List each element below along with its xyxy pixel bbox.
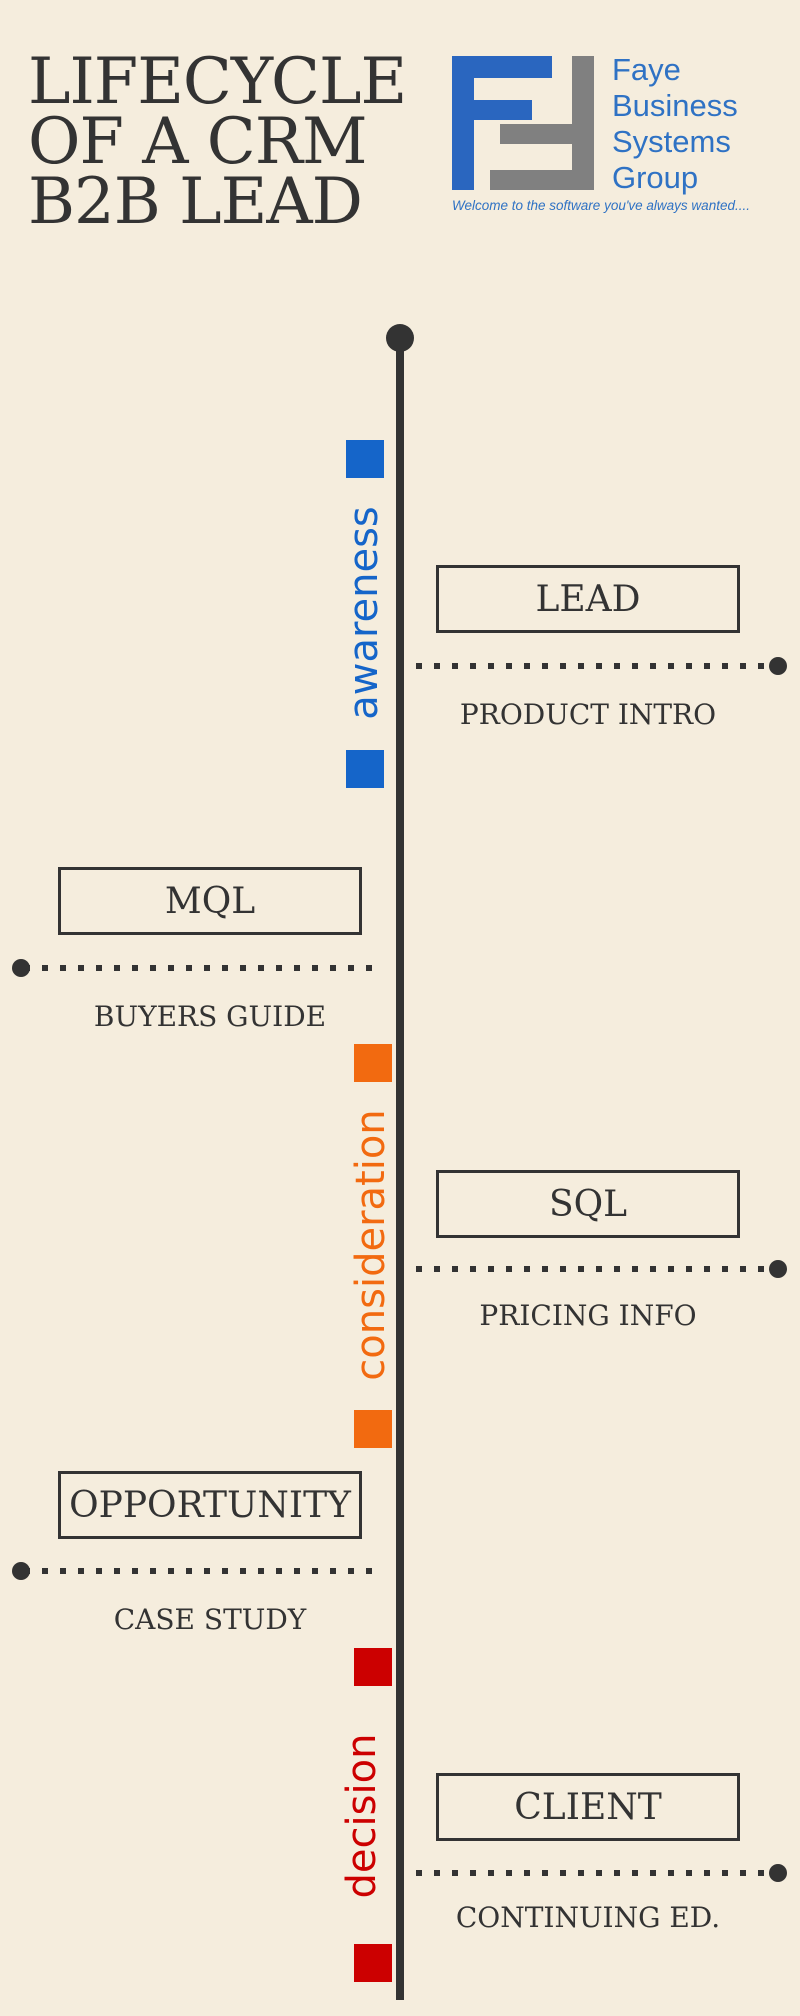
- stage-label-decision: decision: [339, 1733, 385, 1899]
- step-box-client: CLIENT: [436, 1773, 740, 1841]
- connector-dot-lead: [769, 657, 787, 675]
- timeline-start-dot: [386, 324, 414, 352]
- step-content-mql: BUYERS GUIDE: [93, 1000, 327, 1033]
- company-logo: Faye Business Systems Group Welcome to t…: [452, 52, 782, 222]
- stage-marker-consideration-top: [354, 1044, 392, 1082]
- fbsg-logo-mark-icon: [452, 56, 594, 190]
- step-box-opportunity: OPPORTUNITY: [58, 1471, 362, 1539]
- stage-marker-decision-top: [354, 1648, 392, 1686]
- connector-dot-sql: [769, 1260, 787, 1278]
- step-box-sql: SQL: [436, 1170, 740, 1238]
- step-content-lead: PRODUCT INTRO: [459, 698, 717, 731]
- connector-dot-opportunity: [12, 1562, 30, 1580]
- logo-tagline: Welcome to the software you've always wa…: [452, 198, 750, 213]
- step-content-sql: PRICING INFO: [479, 1299, 697, 1332]
- title-line: LIFECYCLE: [28, 45, 407, 119]
- stage-label-consideration: consideration: [348, 1109, 394, 1381]
- stage-label-awareness: awareness: [341, 506, 387, 720]
- logo-company-name: Faye Business Systems Group: [612, 52, 738, 195]
- title-line: OF A CRM: [28, 105, 367, 179]
- title-line: B2B LEAD: [28, 165, 363, 239]
- step-content-client: CONTINUING ED.: [455, 1901, 721, 1934]
- connector-dot-client: [769, 1864, 787, 1882]
- step-content-opportunity: CASE STUDY: [113, 1603, 307, 1636]
- stage-marker-awareness-bottom: [346, 750, 384, 788]
- step-box-lead: LEAD: [436, 565, 740, 633]
- connector-dot-mql: [12, 959, 30, 977]
- stage-marker-decision-bottom: [354, 1944, 392, 1982]
- step-box-mql: MQL: [58, 867, 362, 935]
- stage-marker-awareness-top: [346, 440, 384, 478]
- stage-marker-consideration-bottom: [354, 1410, 392, 1448]
- page-title: LIFECYCLE OF A CRM B2B LEAD: [28, 45, 408, 239]
